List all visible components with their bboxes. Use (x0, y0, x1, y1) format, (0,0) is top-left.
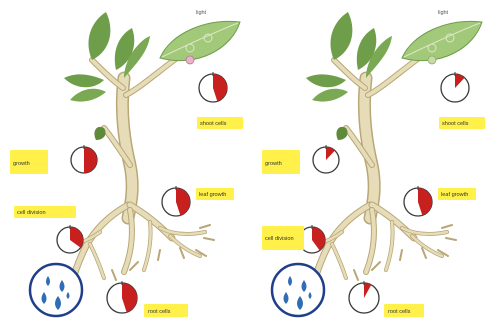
label-lateral-right: leaf growth (438, 188, 476, 200)
gauge-fill (84, 147, 97, 173)
gauge-left-lateral (162, 186, 190, 216)
label-stem-left: growth (10, 150, 48, 174)
svg-text:shoot cells: shoot cells (442, 121, 469, 127)
leaf-icon (330, 12, 352, 60)
gauge-right-shoot (441, 72, 469, 102)
panel-right: light shoot cells growth leaf gr (262, 10, 485, 317)
label-root-tip-right: root cells (384, 304, 424, 317)
label-shoot-left: shoot cells (197, 117, 243, 129)
leaf-icon (70, 89, 106, 102)
plant-roots (314, 205, 456, 282)
leaf-icon (306, 74, 346, 87)
water-circle-right (272, 264, 324, 316)
label-root-zone-right: cell division (262, 226, 304, 250)
gauge-right-stem (313, 145, 339, 173)
panel-left: light shoot cells growth (10, 10, 243, 317)
leaf-icon (312, 89, 348, 102)
svg-text:leaf growth: leaf growth (441, 192, 468, 198)
label-root-tip-left: root cells (144, 304, 188, 317)
label-stem-right: growth (262, 150, 300, 174)
svg-text:leaf growth: leaf growth (199, 192, 226, 198)
plant-roots (72, 205, 214, 282)
leaf-icon (94, 127, 105, 140)
svg-text:growth: growth (265, 161, 282, 167)
leaf-icon (336, 127, 347, 140)
label-leaf-top-left: light (196, 10, 207, 16)
label-lateral-left: leaf growth (196, 188, 234, 200)
label-root-zone-left: cell division (14, 206, 76, 218)
svg-text:root cells: root cells (148, 309, 171, 315)
svg-text:cell division: cell division (17, 210, 46, 216)
leaf-icon (64, 74, 104, 87)
gauge-left-shoot (199, 72, 227, 102)
gauge-right-root-tip (349, 281, 379, 313)
gauge-left-root-tip (107, 281, 137, 313)
label-shoot-right: shoot cells (439, 117, 485, 129)
water-circle-left (30, 264, 82, 316)
svg-text:cell division: cell division (265, 236, 294, 242)
gauge-left-root-zone (57, 225, 83, 253)
gauge-left-stem (71, 145, 97, 173)
svg-text:shoot cells: shoot cells (200, 121, 227, 127)
gauge-right-lateral (404, 186, 432, 216)
leaf-icon (88, 12, 110, 60)
svg-text:growth: growth (13, 161, 30, 167)
svg-text:root cells: root cells (388, 309, 411, 315)
label-leaf-top-right: light (438, 10, 449, 16)
